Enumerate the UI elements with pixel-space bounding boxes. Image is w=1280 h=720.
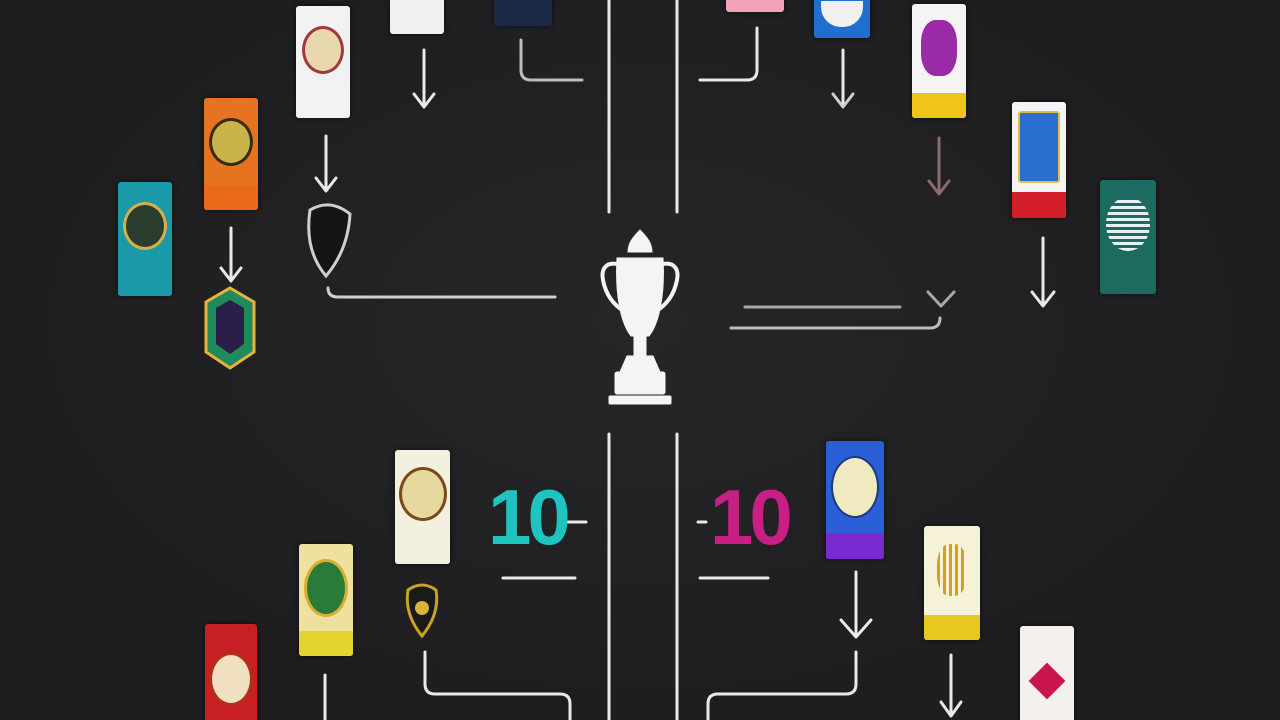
team-badge-navy-small[interactable] [494, 0, 552, 26]
connector-bottom-left [423, 650, 572, 720]
connector-right-mid-2 [729, 316, 942, 330]
arrow-head-4 [831, 92, 855, 109]
team-badge-blue-small[interactable] [814, 0, 870, 38]
crest-icon [937, 544, 967, 597]
arrow-head-2 [314, 176, 338, 193]
arrow-head-7 [926, 290, 956, 308]
crest-icon [209, 117, 253, 166]
team-badge-white-small[interactable] [390, 0, 444, 34]
left-score: 10 [488, 473, 571, 561]
team-badge-pink[interactable] [1020, 626, 1074, 720]
team-badge-teal[interactable] [118, 182, 172, 296]
crest-icon [821, 1, 863, 27]
connector-top-right [698, 26, 759, 82]
team-badge-cream[interactable] [395, 450, 450, 564]
shield-icon-gold [405, 583, 439, 639]
team-badge-yellow[interactable] [924, 526, 980, 640]
team-badge-blue-purple[interactable] [826, 441, 884, 559]
connector-left-mid [326, 286, 557, 299]
crest-icon [921, 20, 957, 77]
shield-icon-green [204, 286, 256, 370]
team-badge-red-bottom[interactable] [205, 624, 257, 720]
arrow-head-3 [219, 266, 243, 283]
team-badge-purple-yellow[interactable] [912, 4, 966, 118]
crest-icon [1106, 197, 1150, 252]
arrow-head-9 [839, 618, 873, 639]
trophy-icon [600, 229, 680, 405]
arrow-head-6 [1030, 290, 1056, 308]
connector-top-left [519, 38, 584, 82]
crest-icon [302, 25, 344, 74]
crest-icon [123, 202, 167, 251]
team-badge-pink-small[interactable] [726, 0, 784, 12]
arrow-head-10 [939, 700, 963, 718]
shield-icon-dark [307, 203, 352, 279]
team-badge-white-top[interactable] [296, 6, 350, 118]
crest-icon [304, 558, 348, 617]
team-badge-orange[interactable] [204, 98, 258, 210]
team-badge-green[interactable] [1100, 180, 1156, 294]
crest-icon [1018, 111, 1060, 184]
crest-icon [831, 456, 879, 519]
team-badge-red-blue[interactable] [1012, 102, 1066, 218]
connector-bottom-right [706, 650, 858, 720]
team-badge-gold[interactable] [299, 544, 353, 656]
crest-icon [209, 652, 253, 706]
arrow-head-5 [927, 179, 951, 196]
right-score: 10 [710, 473, 793, 561]
crest-icon [398, 467, 447, 522]
crest-icon [1028, 662, 1066, 700]
arrow-head-1 [412, 92, 436, 109]
